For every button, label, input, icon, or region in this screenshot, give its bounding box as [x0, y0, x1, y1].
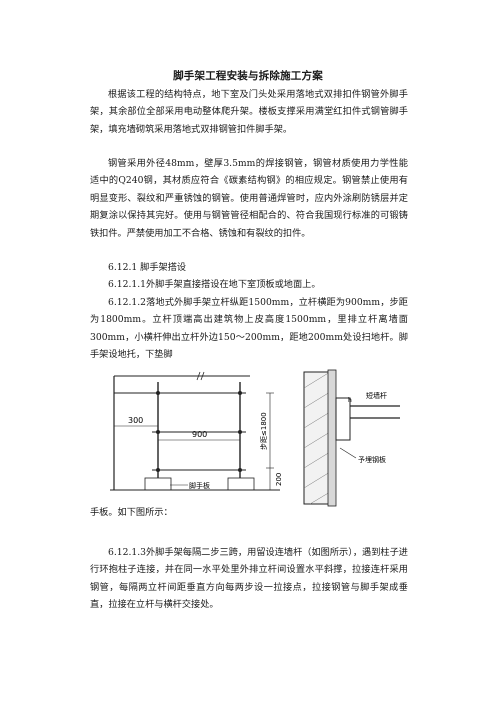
- wall-section: [303, 371, 331, 505]
- dim-900: 900: [192, 430, 207, 439]
- tie-label: 短墙杆: [366, 391, 387, 400]
- dim-step: 步距≤1800: [260, 412, 268, 450]
- dim-200: 200: [275, 473, 283, 486]
- section-heading-6-12-1: 6.12.1 脚手架搭设: [108, 262, 187, 273]
- h-label: h: [348, 397, 352, 404]
- paragraph-6-12-1-1: 6.12.1.1外脚手架直接搭设在地下室顶板或地面上。: [108, 279, 321, 290]
- document-title: 脚手架工程安装与拆除施工方案: [173, 70, 323, 82]
- paragraph-6-12-1-2: 6.12.1.2落地式外脚手架立杆纵距1500mm，立杆横距为900mm，步距为…: [90, 297, 408, 361]
- base-block-right: [227, 477, 255, 491]
- embedded-plate: [335, 397, 351, 441]
- paragraph-intro: 根据该工程的结构特点，地下室及门头处采用落地式双排扣件钢管外脚手架，其余部位全部…: [90, 89, 408, 135]
- base-block-left: [144, 477, 172, 491]
- paragraph-6-12-1-3: 6.12.1.3外脚手架每隔二步三跨，用留设连墙杆（如图所示），遇到柱子进行环抱…: [90, 547, 408, 611]
- dim-300: 300: [128, 416, 143, 425]
- scaffold-diagram: 300 900 步距≤1800 200 脚手板 h 短墙杆 予埋钢板: [110, 369, 400, 507]
- column-edge: [327, 369, 337, 507]
- board-label: 脚手板: [189, 481, 210, 490]
- plate-label: 予埋钢板: [358, 455, 386, 464]
- paragraph-continuation: 手板。如下图所示：: [90, 507, 173, 518]
- paragraph-materials: 钢管采用外径48mm，壁厚3.5mm的焊接钢管，钢管材质使用力学性能适中的Q24…: [90, 158, 408, 239]
